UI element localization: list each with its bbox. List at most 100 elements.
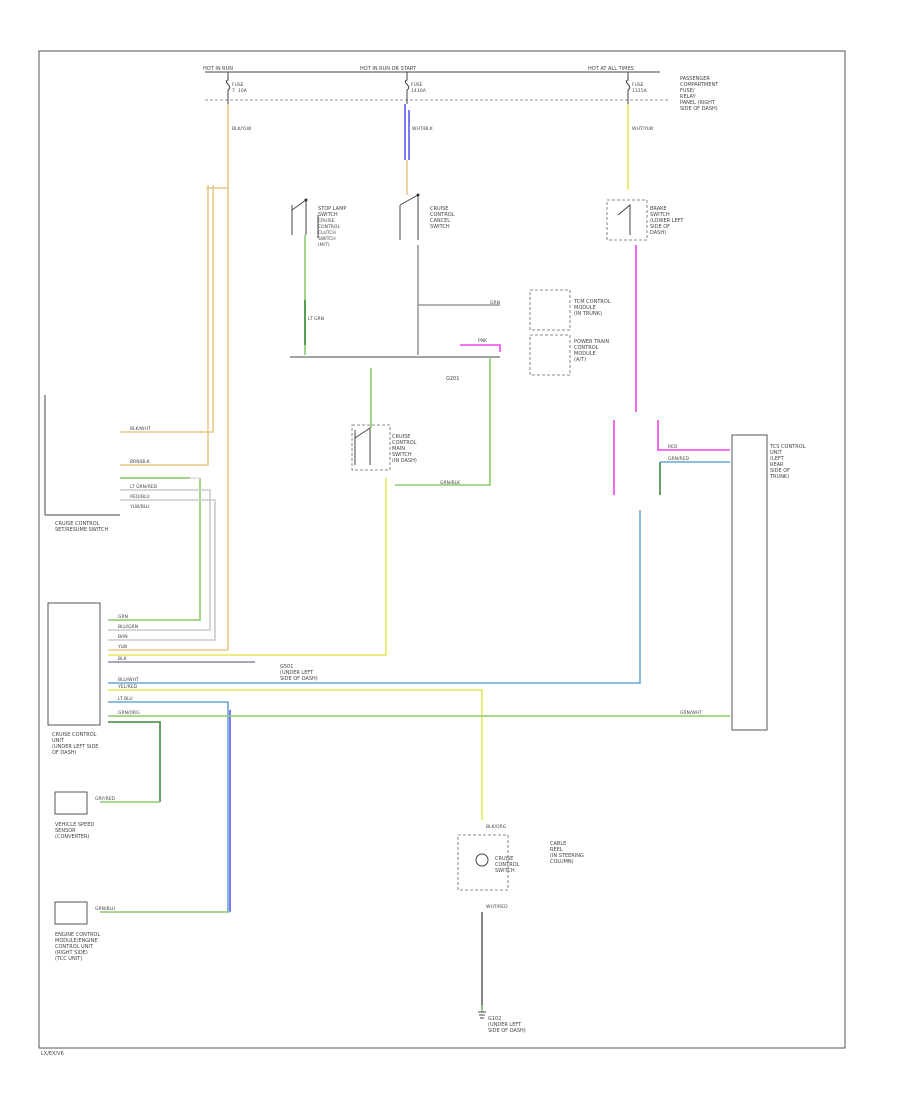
- svg-text:MODULE/ENGINE: MODULE/ENGINE: [55, 938, 98, 944]
- svg-text:MAIN: MAIN: [392, 446, 405, 452]
- svg-text:13: 13: [632, 88, 638, 94]
- svg-text:SWITCH: SWITCH: [650, 212, 670, 218]
- svg-text:CONTROL: CONTROL: [495, 862, 520, 868]
- svg-text:10A: 10A: [417, 88, 427, 94]
- svg-text:BRN: BRN: [118, 634, 128, 640]
- svg-text:VEHICLE SPEED: VEHICLE SPEED: [55, 822, 94, 828]
- svg-text:BRAKE: BRAKE: [650, 206, 667, 212]
- svg-text:BLK/ORG: BLK/ORG: [486, 824, 507, 830]
- svg-text:BLK/YLW: BLK/YLW: [232, 126, 252, 132]
- hot-in-run-or-start-label: HOT IN RUN OR START: [360, 66, 417, 72]
- svg-text:REEL: REEL: [550, 847, 563, 853]
- svg-text:GRN: GRN: [490, 300, 500, 306]
- cruise-clutch-switch: CRUISE CONTROL CLUTCH SWITCH (M/T): [317, 215, 340, 248]
- svg-text:G201: G201: [446, 376, 459, 382]
- svg-text:GRY/RED: GRY/RED: [95, 796, 116, 802]
- svg-text:CRUISE: CRUISE: [392, 434, 410, 440]
- svg-text:CANCEL: CANCEL: [430, 218, 450, 224]
- svg-text:LT GRN: LT GRN: [308, 316, 324, 322]
- svg-text:(UNDER LEFT: (UNDER LEFT: [280, 670, 314, 676]
- g501-label: G501 (UNDER LEFT SIDE OF DASH): [280, 664, 318, 682]
- svg-text:CONTROL: CONTROL: [392, 440, 417, 446]
- svg-text:YLW/BLU: YLW/BLU: [129, 504, 149, 510]
- svg-text:(IN TRUNK): (IN TRUNK): [574, 311, 602, 317]
- svg-text:WHT/RED: WHT/RED: [486, 904, 508, 910]
- svg-text:SIDE OF DASH): SIDE OF DASH): [280, 676, 318, 682]
- hot-in-run-label: HOT IN RUN: [203, 66, 233, 72]
- svg-text:FUSE: FUSE: [632, 82, 644, 88]
- svg-text:GRN/WHT: GRN/WHT: [680, 710, 702, 716]
- cruise-cancel-switch: CRUISE CONTROL CANCEL SWITCH: [399, 193, 455, 240]
- svg-text:STOP LAMP: STOP LAMP: [318, 206, 346, 212]
- powertrain-control-module: POWER TRAIN CONTROL MODULE (A/T): [529, 334, 609, 376]
- svg-text:(RIGHT SIDE): (RIGHT SIDE): [55, 950, 88, 956]
- svg-text:GRN/BLU: GRN/BLU: [95, 906, 115, 912]
- fuse-14: FUSE 14 10A: [404, 72, 427, 104]
- svg-text:(CONVERTER): (CONVERTER): [55, 834, 89, 840]
- svg-text:SIDE OF DASH): SIDE OF DASH): [488, 1028, 526, 1034]
- footer-label: LX/EX/V6: [41, 1051, 64, 1057]
- engine-control-module: ENGINE CONTROL MODULE/ENGINE CONTROL UNI…: [54, 901, 100, 962]
- tcs-control-unit: TCS CONTROL UNIT (LEFT REAR SIDE OF TRUN…: [731, 434, 806, 731]
- svg-text:TCS CONTROL: TCS CONTROL: [769, 444, 806, 450]
- svg-text:14: 14: [411, 88, 417, 94]
- svg-text:BLK/WHT: BLK/WHT: [130, 426, 151, 432]
- svg-text:LT BLU: LT BLU: [118, 696, 133, 702]
- svg-text:CONTROL UNIT: CONTROL UNIT: [55, 944, 94, 950]
- svg-text:RED: RED: [668, 444, 678, 450]
- g102-label: G102 (UNDER LEFT SIDE OF DASH): [488, 1016, 526, 1034]
- svg-text:BRN/BLK: BRN/BLK: [130, 459, 151, 465]
- svg-text:GRN/RED: GRN/RED: [668, 456, 689, 462]
- svg-text:TCM CONTROL: TCM CONTROL: [573, 299, 611, 305]
- cruise-control-unit: CRUISE CONTROL UNIT (UNDER LEFT SIDE OF …: [47, 602, 101, 756]
- svg-text:GRN/ORG: GRN/ORG: [118, 710, 140, 716]
- svg-text:SWITCH: SWITCH: [392, 452, 412, 458]
- svg-text:(UNDER LEFT: (UNDER LEFT: [488, 1022, 522, 1028]
- svg-text:SWITCH: SWITCH: [318, 212, 338, 218]
- svg-text:BLK: BLK: [118, 656, 128, 662]
- svg-text:PASSENGER: PASSENGER: [680, 76, 710, 82]
- set-resume-switch: CRUISE CONTROL SET/RESUME SWITCH: [44, 395, 120, 533]
- tcm-module: TCM CONTROL MODULE (IN TRUNK): [529, 289, 611, 331]
- diagram-frame: [38, 50, 846, 1049]
- svg-text:(TCC UNIT): (TCC UNIT): [55, 956, 82, 962]
- svg-text:(LOWER LEFT: (LOWER LEFT: [650, 218, 684, 224]
- svg-text:RELAY: RELAY: [680, 94, 697, 100]
- svg-text:CRUISE: CRUISE: [430, 206, 448, 212]
- svg-text:SWITCH: SWITCH: [495, 868, 515, 874]
- svg-text:FUSE/: FUSE/: [680, 88, 695, 94]
- svg-text:(IN STEERING: (IN STEERING: [550, 853, 584, 859]
- svg-text:(M/T): (M/T): [318, 242, 330, 248]
- svg-text:CONTROL: CONTROL: [574, 345, 599, 351]
- fuse-7: FUSE 7 10A: [225, 72, 248, 104]
- svg-text:GRN/BLK: GRN/BLK: [440, 480, 461, 486]
- vehicle-speed-sensor: VEHICLE SPEED SENSOR (CONVERTER): [54, 791, 94, 840]
- cable-reel: CABLE REEL (IN STEERING COLUMN) CRUISE C…: [457, 834, 584, 891]
- hot-at-all-times-label: HOT AT ALL TIMES: [588, 66, 634, 72]
- svg-text:G102: G102: [488, 1016, 501, 1022]
- svg-text:YLW: YLW: [117, 644, 128, 650]
- svg-text:CRUISE: CRUISE: [318, 218, 335, 224]
- svg-text:PNK: PNK: [478, 338, 488, 344]
- svg-text:CONTROL: CONTROL: [318, 224, 340, 230]
- svg-text:SIDE OF DASH): SIDE OF DASH): [680, 106, 718, 112]
- brake-switch: BRAKE SWITCH (LOWER LEFT SIDE OF DASH): [606, 199, 684, 241]
- svg-text:FUSE: FUSE: [232, 82, 244, 88]
- svg-text:YEL/RED: YEL/RED: [117, 684, 138, 690]
- svg-text:COMPARTMENT: COMPARTMENT: [680, 82, 719, 88]
- svg-text:SENSOR: SENSOR: [55, 828, 76, 834]
- svg-text:10A: 10A: [238, 88, 248, 94]
- svg-text:TRUNK): TRUNK): [769, 474, 789, 480]
- svg-text:OF DASH): OF DASH): [52, 750, 77, 756]
- svg-text:REAR: REAR: [770, 462, 784, 468]
- svg-text:MODULE: MODULE: [574, 351, 596, 357]
- svg-text:SWITCH: SWITCH: [430, 224, 450, 230]
- fuse-panel-label: PASSENGER COMPARTMENT FUSE/ RELAY PANEL …: [680, 76, 719, 112]
- svg-text:15A: 15A: [638, 88, 648, 94]
- svg-text:ENGINE CONTROL: ENGINE CONTROL: [55, 932, 100, 938]
- svg-text:PANEL (RIGHT: PANEL (RIGHT: [680, 100, 716, 106]
- svg-text:DASH): DASH): [650, 230, 666, 236]
- svg-text:BLU/GRN: BLU/GRN: [118, 624, 138, 630]
- svg-text:G501: G501: [280, 664, 293, 670]
